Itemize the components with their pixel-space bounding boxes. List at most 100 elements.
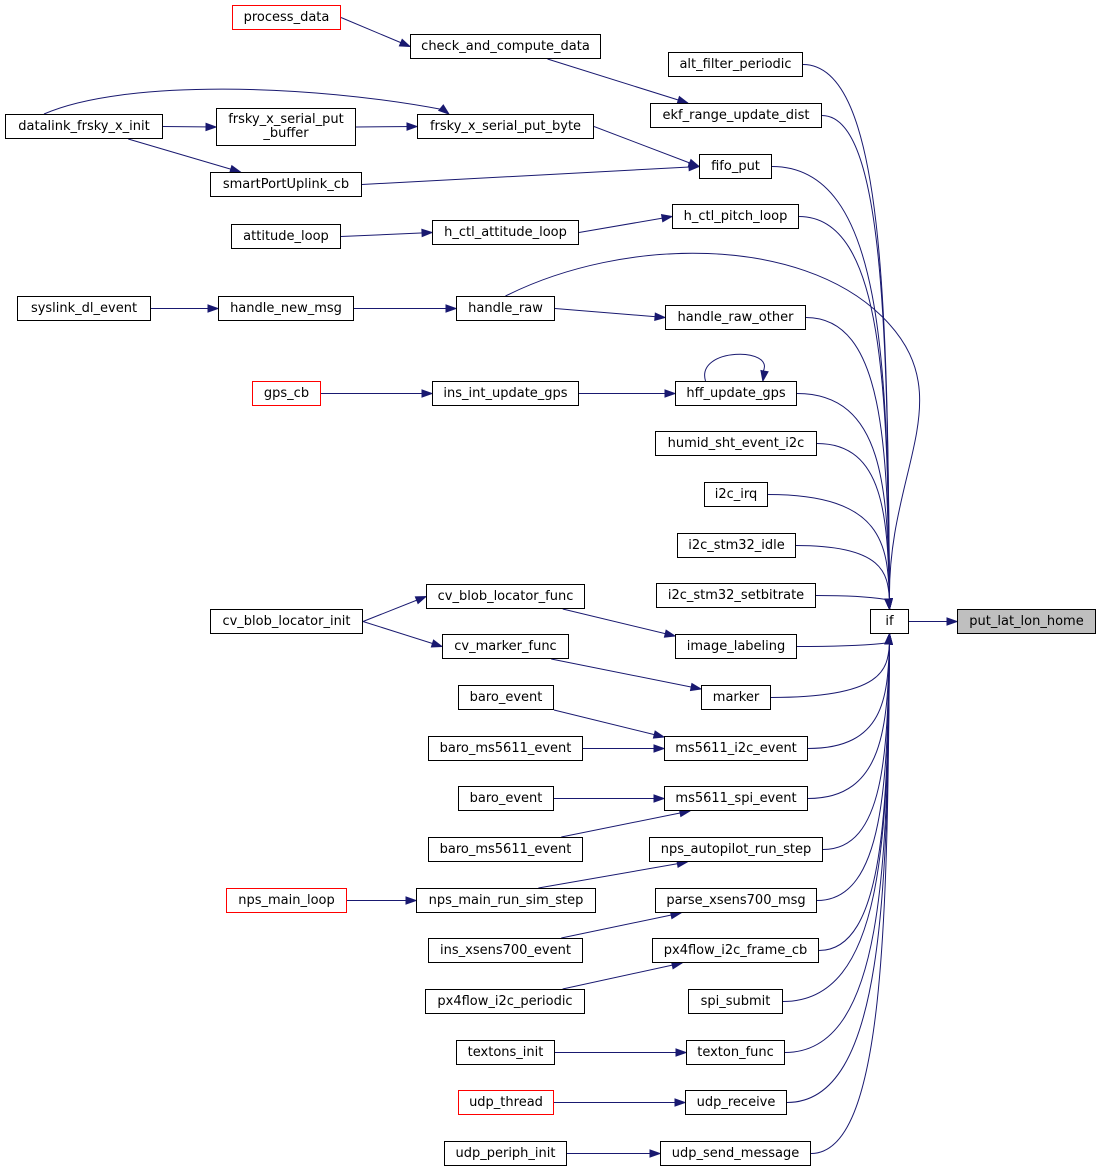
edge-smartPortUplink_cb-to-fifo_put-arrowhead — [688, 162, 701, 172]
node-fifo-put[interactable]: fifo_put — [699, 154, 772, 179]
node-ms5611-i2c-event[interactable]: ms5611_i2c_event — [664, 736, 808, 761]
edge-textons_init-to-texton_func-arrowhead — [675, 1048, 688, 1057]
edge-nps_main_run_sim_step-to-nps_autopilot_run_step — [538, 861, 688, 889]
node-if[interactable]: if — [870, 609, 909, 634]
node-baro-ms5611-event-2[interactable]: baro_ms5611_event — [428, 837, 583, 862]
node-h-ctl-pitch-loop[interactable]: h_ctl_pitch_loop — [672, 204, 799, 229]
node-ekf-range-update-dist[interactable]: ekf_range_update_dist — [650, 103, 822, 128]
edge-handle_raw_other-to-if — [805, 317, 890, 600]
node-i2c-stm32-setbitrate[interactable]: i2c_stm32_setbitrate — [656, 583, 816, 608]
node-process-data[interactable]: process_data — [232, 5, 341, 30]
node-datalink-frsky-x-init[interactable]: datalink_frsky_x_init — [5, 114, 163, 139]
node-baro-ms5611-event-1[interactable]: baro_ms5611_event — [428, 736, 583, 761]
edge-nps_main_loop-to-nps_main_run_sim_step-arrowhead — [405, 896, 418, 905]
edge-ms5611_i2c_event-to-if — [807, 643, 890, 749]
node-ins-int-update-gps[interactable]: ins_int_update_gps — [432, 381, 579, 406]
node-gps-cb[interactable]: gps_cb — [252, 381, 321, 406]
node-handle-raw[interactable]: handle_raw — [456, 296, 555, 321]
node-udp-thread[interactable]: udp_thread — [458, 1090, 554, 1115]
edge-cv_marker_func-to-marker-arrowhead — [689, 682, 703, 692]
node-syslink-dl-event[interactable]: syslink_dl_event — [17, 296, 151, 321]
edge-baro_event_1-to-ms5611_i2c_event — [553, 709, 665, 738]
edge-cv_marker_func-to-marker — [551, 658, 702, 690]
node-texton-func[interactable]: texton_func — [686, 1040, 785, 1065]
node-px4flow-i2c-frame-cb[interactable]: px4flow_i2c_frame_cb — [652, 938, 819, 963]
node-nps-main-run-sim-step[interactable]: nps_main_run_sim_step — [416, 888, 596, 913]
edge-i2c_stm32_idle-to-if — [795, 545, 890, 600]
edge-if-to-put_lat_lon_home-arrowhead — [946, 617, 959, 626]
node-alt-filter-periodic[interactable]: alt_filter_periodic — [668, 52, 803, 77]
node-i2c-irq[interactable]: i2c_irq — [704, 482, 768, 507]
edge-datalink_frsky_x_init-to-frsky_x_serial_put_byte-arrowhead — [437, 104, 451, 115]
node-cv-blob-locator-init[interactable]: cv_blob_locator_init — [210, 609, 363, 634]
edge-ms5611_spi_event-to-if — [807, 643, 890, 799]
edge-ins_int_update_gps-to-hff_update_gps-arrowhead — [664, 389, 677, 398]
edge-handle_raw-to-handle_raw_other — [554, 308, 666, 318]
node-handle-raw-other[interactable]: handle_raw_other — [665, 305, 806, 330]
node-udp-periph-init[interactable]: udp_periph_init — [444, 1141, 567, 1166]
edge-alt_filter_periodic-to-if — [802, 64, 890, 600]
node-humid-sht-event-i2c[interactable]: humid_sht_event_i2c — [655, 431, 817, 456]
edge-udp_receive-to-if — [786, 643, 890, 1103]
edge-baro_event_1-to-ms5611_i2c_event-arrowhead — [652, 730, 666, 739]
node-attitude-loop[interactable]: attitude_loop — [231, 224, 341, 249]
edge-handle_raw-to-if — [505, 252, 921, 600]
edge-humid_sht_event_i2c-to-if — [816, 443, 890, 600]
edge-cv_blob_locator_func-to-image_labeling — [562, 608, 676, 637]
edge-baro_event_2-to-ms5611_spi_event-arrowhead — [653, 794, 666, 803]
edge-px4flow_i2c_periodic-to-px4flow_i2c_frame_cb — [562, 962, 683, 990]
edge-cv_blob_locator_init-to-cv_blob_locator_func-arrowhead — [414, 595, 428, 605]
edge-hff_update_gps-to-if — [796, 393, 890, 600]
node-baro-event-1[interactable]: baro_event — [458, 685, 554, 710]
edge-hff_update_gps-to-hff_update_gps — [704, 353, 765, 382]
node-marker[interactable]: marker — [701, 685, 771, 710]
node-smartportuplink-cb[interactable]: smartPortUplink_cb — [210, 172, 362, 197]
edge-datalink_frsky_x_init-to-frsky_x_serial_put_byte — [43, 88, 445, 115]
edge-cv_blob_locator_init-to-cv_marker_func — [362, 621, 443, 647]
edge-baro_ms5611_event_2-to-ms5611_spi_event — [561, 810, 691, 838]
edge-i2c_stm32_setbitrate-to-if — [815, 595, 890, 601]
edge-process_data-to-check_and_compute_data — [340, 17, 411, 47]
node-parse-xsens700-msg[interactable]: parse_xsens700_msg — [655, 888, 817, 913]
edge-px4flow_i2c_frame_cb-to-if — [818, 643, 890, 951]
edge-marker-to-if — [770, 643, 890, 698]
node-baro-event-2[interactable]: baro_event — [458, 786, 554, 811]
edge-attitude_loop-to-h_ctl_attitude_loop-arrowhead — [421, 228, 434, 238]
edge-ins_xsens700_event-to-parse_xsens700_msg — [561, 912, 682, 939]
node-h-ctl-attitude-loop[interactable]: h_ctl_attitude_loop — [432, 220, 579, 245]
edge-datalink_frsky_x_init-to-frsky_x_serial_put_buffer-arrowhead — [205, 122, 218, 132]
node-cv-marker-func[interactable]: cv_marker_func — [442, 634, 569, 659]
edge-syslink_dl_event-to-handle_new_msg-arrowhead — [207, 304, 220, 313]
node-udp-receive[interactable]: udp_receive — [685, 1090, 787, 1115]
edge-h_ctl_attitude_loop-to-h_ctl_pitch_loop — [578, 216, 673, 233]
edge-image_labeling-to-if — [796, 642, 890, 647]
edge-udp_thread-to-udp_receive-arrowhead — [674, 1098, 687, 1107]
node-spi-submit[interactable]: spi_submit — [688, 989, 783, 1014]
node-check-and-compute-data[interactable]: check_and_compute_data — [410, 34, 601, 59]
node-i2c-stm32-idle[interactable]: i2c_stm32_idle — [677, 533, 796, 558]
node-cv-blob-locator-func[interactable]: cv_blob_locator_func — [426, 584, 585, 609]
edge-udp_send_message-to-if-arrowhead — [884, 632, 893, 645]
node-nps-autopilot-run-step[interactable]: nps_autopilot_run_step — [649, 837, 823, 862]
edge-i2c_irq-to-if — [767, 494, 890, 600]
node-hff-update-gps[interactable]: hff_update_gps — [675, 381, 797, 406]
edge-i2c_stm32_setbitrate-to-if-arrowhead — [884, 598, 893, 611]
node-image-labeling[interactable]: image_labeling — [675, 634, 797, 659]
node-handle-new-msg[interactable]: handle_new_msg — [218, 296, 354, 321]
node-udp-send-message[interactable]: udp_send_message — [660, 1141, 811, 1166]
edge-smartPortUplink_cb-to-fifo_put — [361, 166, 700, 185]
node-ms5611-spi-event[interactable]: ms5611_spi_event — [664, 786, 808, 811]
edge-frsky_x_serial_put_byte-to-fifo_put — [593, 126, 700, 167]
node-textons-init[interactable]: textons_init — [456, 1040, 555, 1065]
edge-h_ctl_pitch_loop-to-if — [798, 216, 890, 600]
edge-h_ctl_attitude_loop-to-h_ctl_pitch_loop-arrowhead — [660, 214, 674, 223]
node-nps-main-loop[interactable]: nps_main_loop — [226, 888, 347, 913]
node-frsky-x-serial-put-byte[interactable]: frsky_x_serial_put_byte — [417, 114, 594, 139]
node-px4flow-i2c-periodic[interactable]: px4flow_i2c_periodic — [425, 989, 585, 1014]
node-frsky-x-serial-put-buffer[interactable]: frsky_x_serial_put _buffer — [216, 108, 356, 146]
node-ins-xsens700-event[interactable]: ins_xsens700_event — [428, 938, 583, 963]
edge-process_data-to-check_and_compute_data-arrowhead — [398, 38, 412, 48]
edge-frsky_x_serial_put_buffer-to-frsky_x_serial_put_byte-arrowhead — [406, 122, 419, 131]
